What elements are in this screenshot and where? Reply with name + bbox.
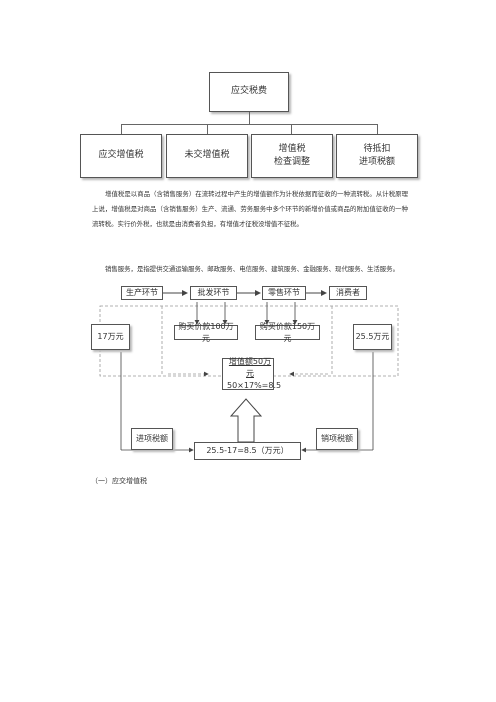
stage-wholesale: 批发环节: [190, 286, 237, 300]
tree-child-2: 未交增值税: [166, 134, 248, 178]
stage-production: 生产环节: [121, 286, 163, 300]
value-added-calc: 50×17%=8.5: [227, 381, 282, 390]
stage-retail: 零售环节: [262, 286, 306, 300]
paragraph-sales-services: 销售服务，是指提供交通运输服务、邮政服务、电信服务、建筑服务、金融服务、现代服务…: [105, 265, 399, 273]
tree-child-4: 待抵扣 进项税额: [336, 134, 418, 178]
paragraph-vat-definition: 增值税是以商品（含销售服务）在流转过程中产生的增值额作为计税依据而征收的一种流转…: [92, 190, 408, 228]
right-amount-box: 25.5万元: [353, 324, 392, 350]
purchase-price-100: 购买价款100万元: [174, 322, 238, 343]
purchase-price-150: 购买价款150万元: [255, 322, 320, 343]
tree-root: 应交税费: [209, 72, 289, 112]
tree-child-3-line1: 增值税: [278, 143, 306, 154]
tree-connector-horizontal: [121, 124, 377, 125]
value-added-box: 增值额50万元 50×17%=8.5: [222, 357, 281, 390]
tree-connector-2: [207, 124, 208, 134]
tree-child-3: 增值税 检查调整: [251, 134, 333, 178]
value-added-label: 增值额50万元: [228, 357, 272, 378]
tree-child-1: 应交增值税: [80, 134, 162, 178]
tree-connector-1: [121, 124, 122, 134]
output-tax-box: 销项税额: [316, 428, 358, 450]
section-heading: （一）应交增值税: [91, 477, 147, 485]
tree-child-2-label: 未交增值税: [184, 150, 230, 161]
tree-child-3-line2: 检查调整: [273, 157, 310, 167]
tree-connector-root: [249, 112, 250, 124]
tree-child-4-line2: 进项税额: [358, 157, 395, 167]
input-tax-box: 进项税额: [131, 428, 173, 450]
tree-root-label: 应交税费: [230, 86, 267, 97]
result-box: 25.5-17=8.5（万元）: [194, 442, 301, 460]
tree-connector-3: [291, 124, 292, 134]
stage-consumer: 消费者: [329, 286, 367, 300]
tree-connector-4: [377, 124, 378, 134]
tree-child-4-line1: 待抵扣: [363, 143, 391, 154]
left-amount-box: 17万元: [91, 324, 130, 350]
tree-child-1-label: 应交增值税: [98, 150, 144, 161]
